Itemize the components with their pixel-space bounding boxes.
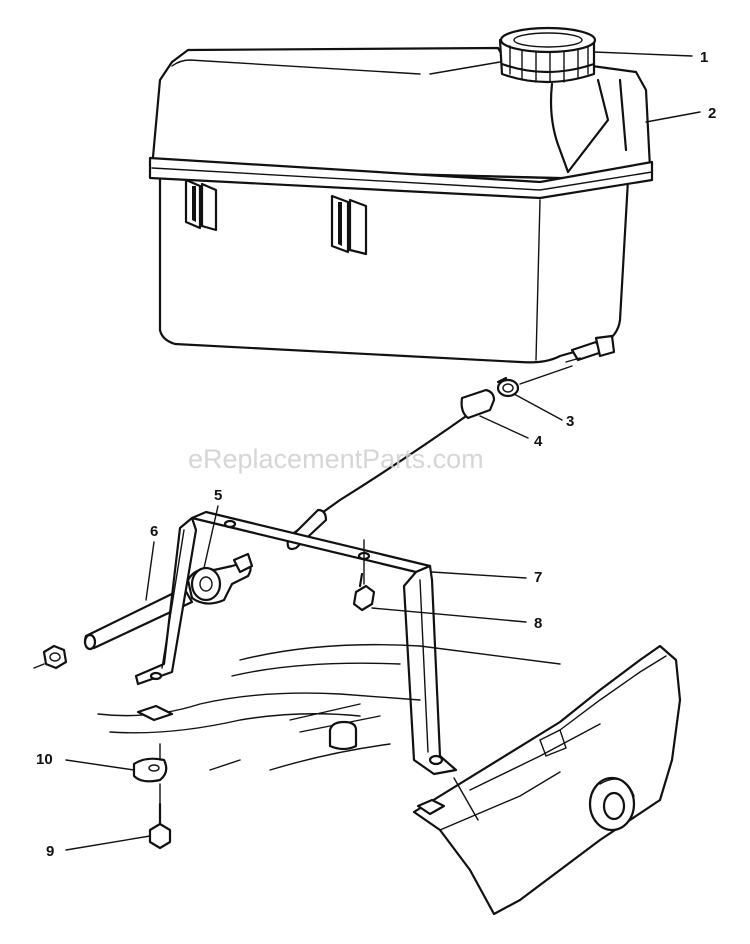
callout-4: 4 [534, 433, 543, 450]
callout-9: 9 [46, 843, 54, 860]
fuel-cap[interactable] [498, 26, 597, 84]
callout-numbers: 1 2 3 4 5 6 7 8 9 10 [36, 49, 716, 860]
callout-7: 7 [534, 569, 542, 586]
bolt-8[interactable] [352, 539, 376, 612]
hose-end-nut [33, 644, 68, 670]
callout-3: 3 [566, 413, 574, 430]
tank-outlet-fitting [565, 334, 616, 363]
tank-bracket[interactable] [134, 510, 458, 776]
watermark-text: eReplacementParts.com [188, 444, 484, 474]
callout-2: 2 [708, 105, 716, 122]
fuel-tank[interactable] [148, 46, 654, 364]
leader-lines [65, 51, 701, 851]
tank-clip-left [184, 178, 218, 232]
bolt-9[interactable] [148, 783, 172, 850]
hose-clamp[interactable] [496, 376, 520, 398]
washer-10[interactable] [132, 743, 168, 783]
tank-clip-right [330, 194, 368, 256]
shutoff-valve[interactable] [186, 552, 254, 605]
callout-6: 6 [150, 523, 158, 540]
callout-10: 10 [36, 751, 53, 768]
mower-deck [97, 643, 682, 916]
callout-8: 8 [534, 615, 542, 632]
callout-1: 1 [700, 49, 708, 66]
callout-5: 5 [214, 487, 222, 504]
